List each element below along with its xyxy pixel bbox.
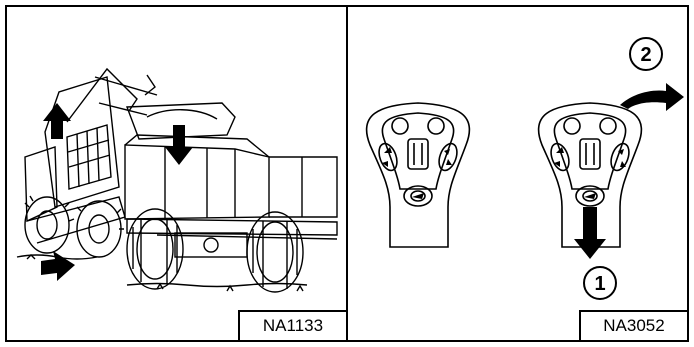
figure-code-label: NA1133 — [238, 310, 346, 340]
joystick-illustration: 2 1 — [348, 7, 687, 340]
figure-code-label: NA3052 — [579, 310, 687, 340]
callout-1-number: 1 — [594, 273, 605, 295]
loader-illustration-panel: NA1133 — [7, 7, 346, 340]
loader-truck-illustration — [7, 7, 346, 340]
left-joystick-handle — [367, 103, 470, 247]
callout-2-number: 2 — [640, 44, 651, 66]
up-arrow-icon — [43, 103, 71, 139]
curved-arrow-icon — [620, 83, 684, 111]
joystick-illustration-panel: 2 1 NA3052 — [348, 7, 687, 340]
down-arrow-icon — [574, 207, 606, 259]
right-joystick-handle — [539, 38, 662, 299]
down-arrow-icon — [165, 125, 193, 165]
